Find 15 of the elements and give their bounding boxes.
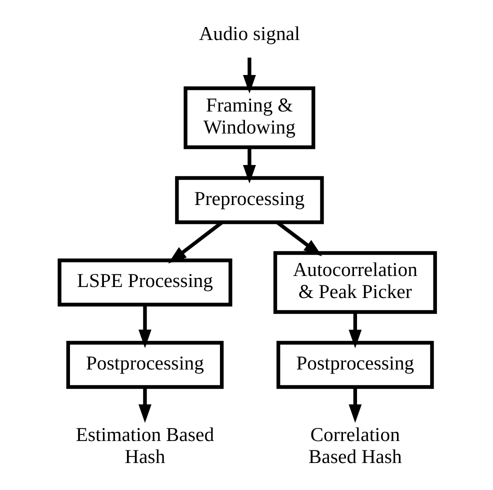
node-box: Postprocessing [276,340,434,389]
arrow [242,58,256,94]
node-box: Postprocessing [66,340,224,389]
arrow [348,387,362,423]
node-text: Estimation Based Hash [75,424,214,468]
node-box: Preprocessing [174,176,324,224]
arrow [138,387,151,423]
arrow [138,304,151,348]
node-text: Correlation Based Hash [308,424,402,468]
node-box: LSPE Processing [57,258,232,306]
node-box: Autocorrelation & Peak Picker [272,251,436,314]
arrow [242,147,256,184]
node-text: Audio signal [198,23,300,46]
node-box: Framing & Windowing [183,86,315,150]
arrow [348,312,362,348]
